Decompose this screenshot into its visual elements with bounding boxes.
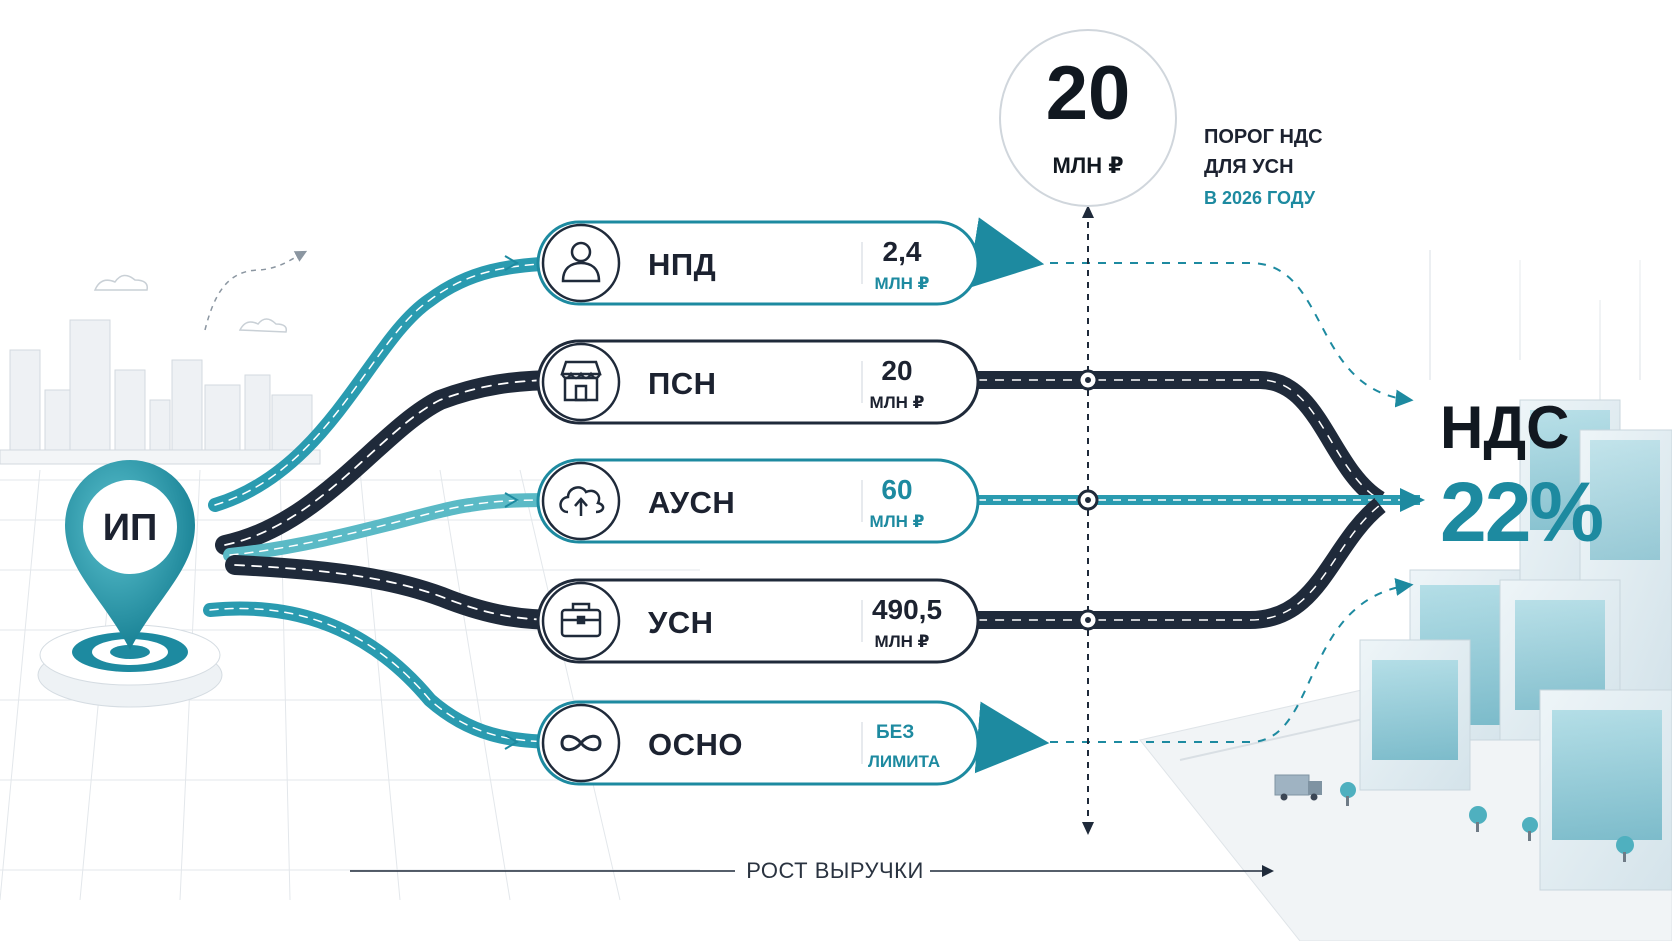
threshold-line [1077,205,1099,835]
threshold-caption-3: В 2026 ГОДУ [1204,188,1316,208]
routes-in [203,256,570,749]
pill-psn [536,339,980,425]
regime-unit-psn: МЛН ₽ [869,393,925,412]
infinity-icon [560,734,602,752]
pill-osno [536,700,980,786]
threshold-caption-1: ПОРОГ НДС [1204,126,1323,148]
threshold-unit: МЛН ₽ [1052,153,1124,178]
revenue-axis [350,865,1274,877]
revenue-axis-label: РОСТ ВЫРУЧКИ [746,858,924,883]
regime-name-ausn: АУСН [648,485,736,520]
threshold-value: 20 [1045,51,1131,136]
result-rate: 22% [1440,465,1604,559]
origin-pin [37,460,223,708]
pill-usn [536,578,980,664]
regime-unit-npd: МЛН ₽ [874,274,930,293]
origin-label: ИП [102,507,158,549]
left-clouds [93,274,288,333]
right-city [1139,180,1672,941]
regime-value-npd: 2,4 [882,236,922,267]
regime-note-osno-1: БЕЗ [876,722,915,743]
threshold-caption-2: ДЛЯ УСН [1204,156,1294,178]
regime-note-osno-2: ЛИМИТА [868,752,941,771]
delivery-truck [1274,774,1322,801]
route-arrowheads [504,255,519,750]
regime-unit-ausn: МЛН ₽ [869,512,925,531]
regime-name-psn: ПСН [648,366,717,401]
pill-npd [536,220,980,306]
left-skyline [0,319,321,465]
regime-value-ausn: 60 [881,474,913,505]
threshold-badge [999,29,1177,207]
regime-pills [536,220,980,786]
regime-unit-usn: МЛН ₽ [874,632,930,651]
shop-icon [560,360,602,402]
regime-value-usn: 490,5 [871,594,943,625]
regime-name-usn: УСН [648,605,714,640]
left-growth-arrow [204,250,308,331]
cloud-upload-icon [559,486,605,516]
pill-ausn [536,458,980,544]
person-icon [561,241,601,283]
result-title: НДС [1440,394,1570,461]
regime-name-osno: ОСНО [648,727,743,762]
regime-value-psn: 20 [881,355,913,386]
routes-out [967,217,1425,774]
regime-name-npd: НПД [648,247,717,282]
briefcase-icon [560,602,602,638]
